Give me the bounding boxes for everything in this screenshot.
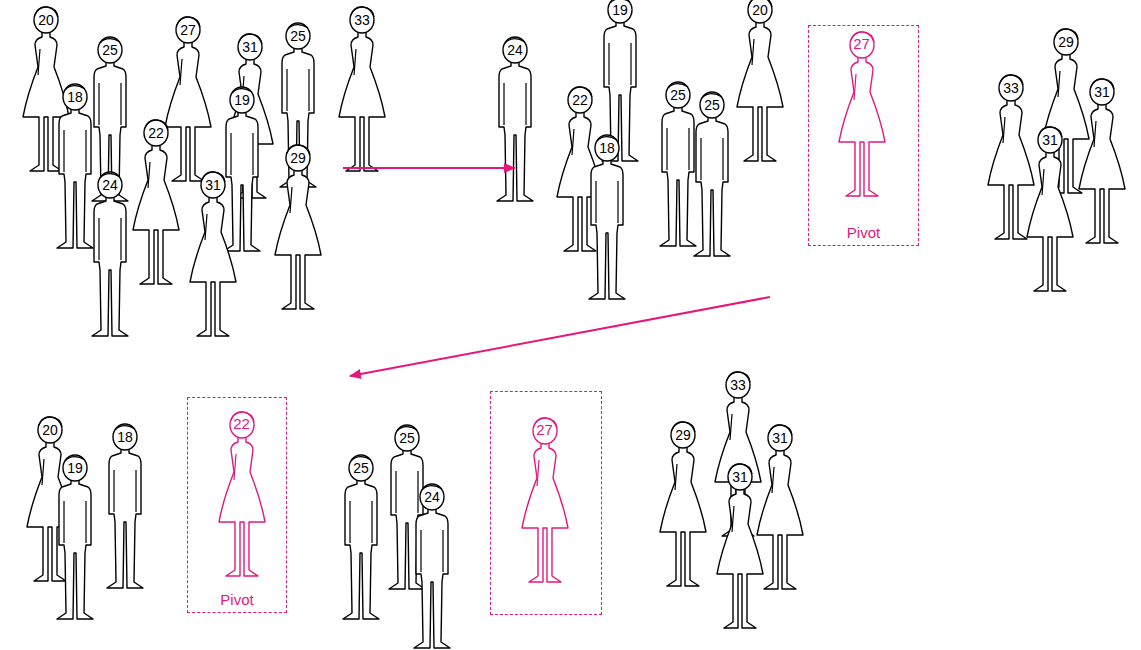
person-silhouette <box>327 5 397 177</box>
person-figure: 31 <box>1015 125 1085 297</box>
pivot-label: Pivot <box>809 224 918 242</box>
person-figure: 31 <box>705 462 775 634</box>
person-figure: 18 <box>90 422 160 594</box>
person-figure: 19 <box>585 0 655 167</box>
flow-arrow <box>350 297 770 376</box>
age-number: 20 <box>725 0 795 20</box>
person-figure: 18 <box>572 133 642 305</box>
person-silhouette <box>178 170 248 342</box>
pivot-box: Pivot 22 <box>187 397 287 613</box>
person-figure: 27 <box>827 30 897 202</box>
person-figure: 22 <box>207 410 277 582</box>
age-number: 22 <box>545 90 615 110</box>
age-number: 27 <box>153 20 223 40</box>
person-silhouette <box>121 118 191 290</box>
person-figure: 20 <box>725 0 795 167</box>
person-silhouette <box>1067 77 1137 249</box>
age-number: 29 <box>648 425 718 445</box>
person-silhouette <box>207 410 277 582</box>
person-silhouette <box>677 90 747 262</box>
age-number: 33 <box>976 78 1046 98</box>
pivot-label: Pivot <box>188 591 286 609</box>
age-number: 25 <box>263 26 333 46</box>
person-figure: 24 <box>397 482 467 650</box>
person-silhouette <box>725 0 795 167</box>
person-figure: 19 <box>40 453 110 625</box>
age-number: 19 <box>40 458 110 478</box>
person-figure: 31 <box>178 170 248 342</box>
age-number: 27 <box>827 35 897 199</box>
person-silhouette <box>263 143 333 315</box>
person-silhouette <box>326 453 396 625</box>
age-number: 24 <box>480 40 550 60</box>
person-silhouette <box>1015 125 1085 297</box>
age-number: 31 <box>215 37 285 57</box>
person-silhouette <box>827 30 897 202</box>
person-silhouette <box>90 422 160 594</box>
age-number: 18 <box>40 87 110 107</box>
age-number: 25 <box>326 458 396 478</box>
age-number: 22 <box>207 415 277 579</box>
person-silhouette <box>40 453 110 625</box>
age-number: 29 <box>1031 32 1101 52</box>
person-figure: 25 <box>677 90 747 262</box>
age-number: 18 <box>90 427 160 447</box>
person-figure: 24 <box>480 35 550 207</box>
age-number: 25 <box>372 428 442 448</box>
age-number: 33 <box>703 375 773 395</box>
person-silhouette <box>397 482 467 650</box>
age-number: 19 <box>207 90 277 110</box>
pivot-box: 27 <box>490 391 602 615</box>
age-number: 31 <box>705 467 775 487</box>
age-number: 20 <box>11 10 81 30</box>
person-figure: 25 <box>326 453 396 625</box>
age-number: 20 <box>15 420 85 440</box>
age-number: 19 <box>585 0 655 20</box>
age-number: 31 <box>745 428 815 448</box>
person-figure: 24 <box>75 170 145 342</box>
person-silhouette <box>75 170 145 342</box>
person-silhouette <box>648 420 718 592</box>
age-number: 25 <box>75 40 145 60</box>
person-silhouette <box>585 0 655 167</box>
person-silhouette <box>510 416 580 588</box>
person-silhouette <box>480 35 550 207</box>
age-number: 18 <box>572 138 642 158</box>
age-number: 27 <box>510 421 580 585</box>
age-number: 25 <box>677 95 747 115</box>
age-number: 33 <box>327 10 397 30</box>
person-figure: 33 <box>327 5 397 177</box>
person-figure: 31 <box>1067 77 1137 249</box>
age-number: 22 <box>121 123 191 143</box>
age-number: 29 <box>263 148 333 168</box>
age-number: 31 <box>178 175 248 195</box>
age-number: 31 <box>1015 130 1085 150</box>
person-silhouette <box>705 462 775 634</box>
person-figure: 27 <box>510 416 580 588</box>
age-number: 24 <box>75 175 145 195</box>
person-figure: 29 <box>263 143 333 315</box>
person-silhouette <box>572 133 642 305</box>
person-figure: 22 <box>121 118 191 290</box>
person-figure: 29 <box>648 420 718 592</box>
age-number: 31 <box>1067 82 1137 102</box>
age-number: 24 <box>397 487 467 507</box>
pivot-box: Pivot 27 <box>808 25 919 246</box>
